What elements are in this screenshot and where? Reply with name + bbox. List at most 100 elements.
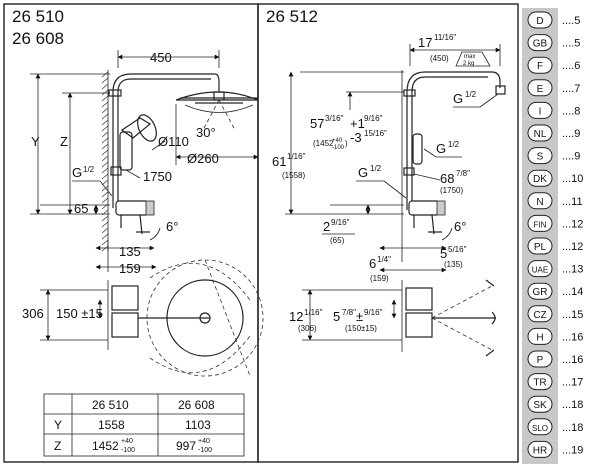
language-code: GB [533,39,548,50]
dim-z-mm-end: ) [345,139,348,148]
dim-h-in: 68 [440,171,454,186]
language-badge [527,214,553,232]
table-row-y-a: 1558 [98,418,125,432]
mixer-plan-right [405,279,496,357]
language-page: ...12 [562,218,583,230]
language-item[interactable]: N ...11 [527,192,583,210]
language-item[interactable]: F ....6 [527,56,580,74]
table-row-z-b-tol-dn: -100 [198,447,212,454]
left-panel-frame [3,3,259,463]
dim-65: 65 [74,201,88,216]
language-item[interactable]: SK...18 [527,395,583,413]
language-page: ...17 [562,377,583,389]
dim-z-frac: 3/16" [325,114,344,123]
language-code: S [537,152,544,163]
language-item[interactable]: P...16 [527,350,583,368]
dim-159: 159 [119,261,141,276]
language-band [522,8,558,464]
language-item[interactable]: S ....9 [527,147,580,165]
language-code: PL [534,242,547,253]
dim-d5-mm: (135) [444,260,463,269]
language-code: UAE [532,266,548,275]
language-item[interactable]: I....8 [527,101,580,119]
dim-d12-frac: 1/16" [304,308,323,317]
language-page: ....7 [562,83,580,95]
dim-d2-mm: (65) [330,236,345,245]
table-row-z-a: 1452 [92,439,119,453]
dim-d5b-tol-frac: 9/16" [364,308,383,317]
language-badge [527,101,553,119]
language-item[interactable]: H...16 [527,327,583,345]
language-item[interactable]: HR ...19 [527,440,583,458]
language-badge [527,373,553,391]
language-page: ...13 [562,264,583,276]
language-item[interactable]: D ....5 [527,11,580,29]
language-item[interactable]: TR...17 [527,373,583,391]
dim-z-tol: +1 [350,116,365,131]
wall-hatch-left [101,70,109,252]
language-item[interactable]: GR...14 [527,282,583,300]
dim-d5b-tol: ± [356,309,363,324]
dim-d5b-frac: 7/8" [342,308,356,317]
language-page: ...11 [562,196,583,208]
language-page: ...18 [562,422,583,434]
table-row-z-a-tol-dn: -100 [121,447,135,454]
language-code: HR [533,445,547,456]
language-page: ...19 [562,444,583,456]
language-badge [527,440,553,458]
language-code: D [536,16,543,27]
language-item[interactable]: NL....9 [527,124,580,142]
dim-d12-in: 12 [289,309,303,324]
language-page: ....6 [562,60,580,72]
language-code: NL [534,129,547,140]
table-row-z-b-tol-up: +40 [198,438,210,445]
language-item[interactable]: PL ...12 [527,237,583,255]
language-page: ...10 [562,173,583,185]
language-item[interactable]: GB ....5 [527,34,580,52]
dim-head-diameter: Ø260 [187,151,219,166]
language-page: ...16 [562,331,583,343]
dim-y-frac: 1/16" [287,152,306,161]
dim-306: 306 [22,306,44,321]
table-row-y-b: 1103 [185,418,211,432]
dim-hand-shower-diameter: Ø110 [158,134,189,149]
table-row-y-label: Y [54,418,62,432]
dim-angle-left: 6° [166,219,178,234]
language-code: E [537,84,544,95]
language-item[interactable]: DK ...10 [527,169,583,187]
dim-y: Y [31,134,40,149]
language-code: P [537,355,544,366]
dim-z-in: 57 [310,116,324,131]
thread-fraction-left: 1/2 [83,165,95,174]
language-item[interactable]: UAE ...13 [527,260,583,278]
language-badge [527,282,553,300]
left-model-b: 26 608 [12,29,64,48]
language-code: F [537,61,543,72]
language-item[interactable]: FIN...12 [527,214,583,232]
language-item[interactable]: E ....7 [527,79,580,97]
thread-mid-frac: 1/2 [448,140,460,149]
language-badge [527,124,553,142]
dim-d5b-mm: (150±15) [345,324,377,333]
max-label: max [464,54,475,60]
language-page: ....5 [562,15,580,27]
dim-d5-frac: 5/16" [448,245,467,254]
thread-low: G [358,165,368,180]
right-model: 26 512 [266,7,318,26]
language-code: DK [533,174,547,185]
language-page: ....5 [562,38,580,50]
language-page: ...12 [562,241,583,253]
dim-d12-mm: (306) [298,324,317,333]
dim-z-mm-up: +40 [332,138,343,144]
language-item[interactable]: CZ...15 [527,305,583,323]
language-badge [527,237,553,255]
language-item[interactable]: SLO...18 [527,418,583,436]
table-header-b: 26 608 [178,398,215,412]
language-code: SK [533,400,547,411]
language-index: D....5GB....5F....6E....7I....8NL....9S.… [527,11,583,458]
shower-column-right [403,71,506,235]
language-page: ....9 [562,151,580,163]
left-model-a: 26 510 [12,7,64,26]
dim-angle-right: 6° [454,219,466,234]
language-code: N [536,197,543,208]
